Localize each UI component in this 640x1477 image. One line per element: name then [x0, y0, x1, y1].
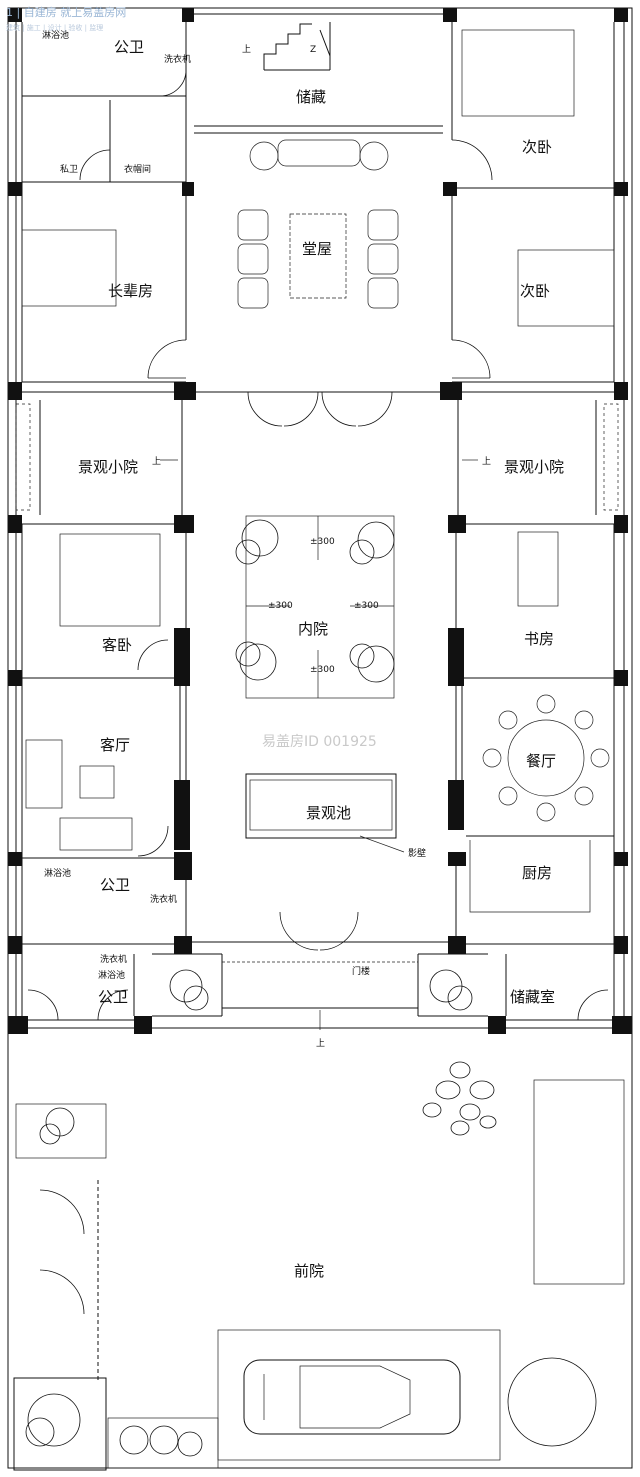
label-storage-room: 储藏室: [510, 988, 555, 1006]
label-front-yard: 前院: [294, 1262, 324, 1280]
label-public-bath-top: 公卫: [114, 38, 144, 56]
dim-inner-left: ±300: [268, 601, 293, 611]
watermark-top: 1 | 自建房 就上易盖房网 建筑 | 施工 | 设计 | 验收 | 监理: [6, 5, 126, 32]
note-shower-1: 淋浴池: [42, 29, 69, 41]
label-guest-bedroom: 客卧: [102, 636, 132, 654]
label-gate-tower: 门楼: [352, 965, 370, 977]
yard-planting: [15, 403, 619, 511]
note-up-left: 上: [152, 456, 161, 467]
watermark-center: 易盖房ID 001925: [262, 734, 377, 750]
label-public-bath-low: 公卫: [98, 988, 128, 1006]
note-washer-2: 洗衣机: [150, 893, 177, 905]
stair: [263, 22, 331, 71]
label-screen-wall: 影壁: [408, 847, 426, 859]
annotations: 淋浴池 洗衣机 淋浴池 洗衣机 淋浴池 洗衣机 上 Z 上 上 上: [42, 29, 491, 1049]
dim-inner-right: ±300: [354, 601, 379, 611]
note-washer-1: 洗衣机: [164, 53, 191, 65]
label-kitchen: 厨房: [522, 864, 552, 882]
dim-inner-bottom: ±300: [310, 665, 335, 675]
label-living-room: 客厅: [100, 736, 130, 754]
label-study: 书房: [524, 630, 554, 648]
watermark-line-1: 1 | 自建房 就上易盖房网: [6, 5, 126, 19]
dim-inner-top: ±300: [310, 537, 335, 547]
label-landscape-pool: 景观池: [306, 804, 351, 822]
label-landscape-yard-left: 景观小院: [78, 458, 138, 476]
note-up-stair: 上: [242, 44, 251, 55]
note-shower-2: 淋浴池: [44, 867, 71, 879]
furniture: [13, 29, 625, 1471]
room-labels: 公卫 储藏 私卫 衣帽间 次卧 堂屋 长辈房 次卧 景观小院 景观小院 客卧 书…: [60, 38, 564, 1280]
label-elder-room: 长辈房: [108, 282, 153, 300]
label-second-bedroom-mid: 次卧: [520, 282, 550, 300]
note-washer-3: 洗衣机: [100, 953, 127, 965]
label-private-bath: 私卫: [60, 164, 78, 175]
watermark-line-2: 建筑 | 施工 | 设计 | 验收 | 监理: [6, 23, 103, 32]
label-cloakroom: 衣帽间: [124, 163, 151, 175]
dimension-marks: ±300 ±300 ±300 ±300: [268, 537, 379, 675]
note-up-right: 上: [482, 456, 491, 467]
note-stair-z: Z: [310, 45, 316, 55]
label-main-hall: 堂屋: [302, 240, 332, 258]
note-up-entry: 上: [316, 1038, 325, 1049]
dining-chairs: [482, 694, 610, 822]
label-storage-top: 储藏: [296, 88, 326, 106]
trees: [25, 519, 597, 1457]
label-inner-courtyard: 内院: [298, 620, 328, 638]
label-second-bedroom-top: 次卧: [522, 138, 552, 156]
note-shower-3: 淋浴池: [98, 969, 125, 981]
label-public-bath-mid: 公卫: [100, 876, 130, 894]
label-landscape-yard-right: 景观小院: [504, 458, 564, 476]
doors: [27, 69, 609, 1380]
label-dining-room: 餐厅: [526, 752, 556, 770]
wall-columns: [8, 8, 632, 1034]
